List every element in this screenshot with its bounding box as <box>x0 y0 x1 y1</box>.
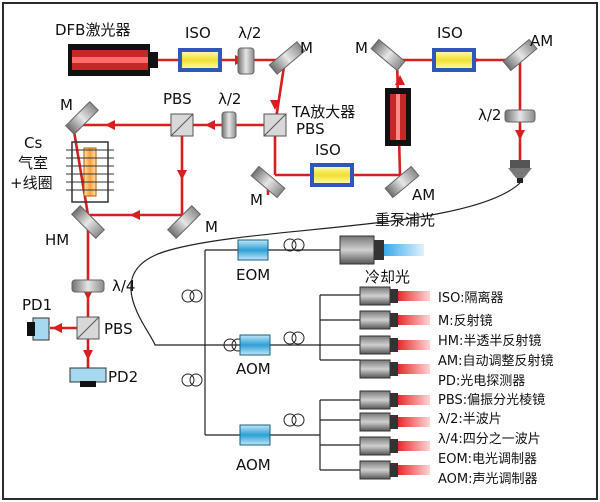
cs-cell-label-line1: Cs <box>24 134 42 152</box>
mirror-4-label: M <box>250 191 263 209</box>
legend-item: PD:光电探测器 <box>438 374 525 389</box>
eom-label: EOM <box>236 266 270 284</box>
ta-amplifier <box>385 88 411 146</box>
quarter-wave-plate <box>71 279 105 293</box>
mirror-1 <box>268 41 306 75</box>
mirror-5 <box>370 38 406 72</box>
isolator-2-label: ISO <box>315 141 341 159</box>
aom-1-label: AOM <box>236 360 271 378</box>
legend-item: λ/2:半波片 <box>438 412 502 427</box>
dfb-laser <box>68 44 158 76</box>
legend: ISO:隔离器 M:反射镜 HM:半透半反射镜 AM:自动调整反射镜 PD:光电… <box>438 290 554 487</box>
legend-item: AM:自动调整反射镜 <box>438 353 554 369</box>
legend-item: AOM:声光调制器 <box>438 472 538 487</box>
auto-mirror-2-label: AM <box>530 32 553 50</box>
aom-2-label: AOM <box>236 456 271 474</box>
mirror-4 <box>250 165 286 199</box>
pbs-2-label: PBS <box>163 90 192 108</box>
half-mirror <box>71 205 105 239</box>
mirror-2-label: M <box>60 96 73 114</box>
eom <box>237 239 269 261</box>
half-wave-plate-1 <box>237 47 255 75</box>
isolator-1 <box>178 48 222 72</box>
mirror-5-label: M <box>355 39 368 57</box>
legend-item: λ/4:四分之一波片 <box>438 432 541 447</box>
legend-item: M:反射镜 <box>438 313 493 329</box>
fiber-coupler <box>508 160 532 183</box>
quarter-wave-plate-label: λ/4 <box>112 277 135 295</box>
ta-amplifier-label: TA放大器 <box>291 103 355 121</box>
legend-item: PBS:偏振分光棱镜 <box>438 392 545 408</box>
photodetector-2 <box>69 367 107 387</box>
isolator-2 <box>310 163 354 187</box>
fiber-network <box>130 182 521 471</box>
half-wave-plate-3 <box>504 109 536 123</box>
isolator-3-label: ISO <box>437 24 463 42</box>
legend-item: HM:半透半反射镜 <box>438 333 541 349</box>
photodetector-1-label: PD1 <box>22 296 52 314</box>
cooling-label: 冷却光 <box>365 268 410 286</box>
mirror-1-label: M <box>300 39 313 57</box>
dfb-laser-label: DFB激光器 <box>55 21 130 39</box>
photodetector-1 <box>27 317 50 341</box>
mirror-3-label: M <box>205 218 218 236</box>
pbs-3 <box>76 316 100 340</box>
pbs-3-label: PBS <box>104 320 133 338</box>
repump-label: 重泵浦光 <box>375 211 435 229</box>
isolator-1-label: ISO <box>185 24 211 42</box>
isolator-3 <box>432 48 476 72</box>
half-mirror-label: HM <box>45 231 69 249</box>
mirror-2 <box>65 101 99 135</box>
half-wave-plate-2 <box>221 111 237 139</box>
cs-cell-label-line2: 气室 <box>18 154 48 172</box>
mirror-3 <box>167 205 201 239</box>
pbs-1 <box>263 113 287 137</box>
cs-cell-label-line3: +线圈 <box>10 174 53 192</box>
pbs-1-label: PBS <box>296 120 325 138</box>
half-wave-plate-2-label: λ/2 <box>218 90 241 108</box>
auto-mirror-1 <box>384 165 420 199</box>
auto-mirror-1-label: AM <box>412 186 435 204</box>
legend-item: ISO:隔离器 <box>438 290 503 306</box>
half-wave-plate-1-label: λ/2 <box>238 24 261 42</box>
aom-2 <box>239 424 271 446</box>
aom-1 <box>239 334 271 356</box>
half-wave-plate-3-label: λ/2 <box>478 106 501 124</box>
legend-item: EOM:电光调制器 <box>438 452 537 467</box>
photodetector-2-label: PD2 <box>108 368 138 386</box>
cooling-collimators <box>359 286 430 480</box>
auto-mirror-2 <box>502 38 538 72</box>
pbs-2 <box>170 113 194 137</box>
cs-cell-with-coil <box>66 141 114 203</box>
repump-collimator <box>339 235 424 265</box>
